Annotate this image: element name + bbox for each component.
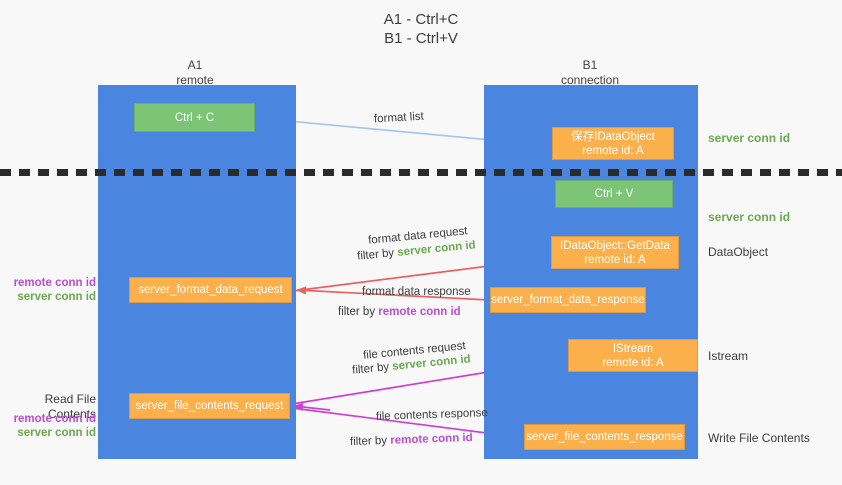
- box-idataobject-getdata[interactable]: IDataObject::GetData remote id: A: [551, 236, 679, 269]
- box-idataobject-getdata-title: IDataObject::GetData: [560, 239, 670, 252]
- filter-by-text-3: filter by: [351, 361, 390, 377]
- filter-by-text-1: filter by: [356, 247, 395, 263]
- label-read-file-contents: Read File Contents: [44, 392, 96, 421]
- label-write-file-contents: Write File Contents: [708, 431, 810, 445]
- box-ctrl-v-label: Ctrl + V: [594, 188, 634, 200]
- page-title: A1 - Ctrl+C B1 - Ctrl+V: [0, 10, 842, 48]
- column-header-b1-role: connection: [560, 73, 620, 87]
- connector-format-data-response: [296, 286, 490, 301]
- box-save-idataobject-title: 保存IDataObject: [571, 130, 655, 143]
- label-server-conn-id-1: server conn id: [17, 291, 96, 303]
- label-server-conn-id-2: server conn id: [17, 427, 96, 439]
- connector-file-contents-response-return: [293, 403, 331, 411]
- column-header-b1: B1 connection: [525, 58, 655, 88]
- box-istream[interactable]: IStream remote id: A: [568, 339, 698, 372]
- box-server-file-contents-response-label: server_file_contents_response: [526, 431, 683, 443]
- annotation-format-data-response-filter: filter by remote conn id: [338, 305, 461, 320]
- column-header-b1-name: B1: [582, 58, 598, 72]
- box-server-file-contents-request-label: server_file_contents_request: [135, 400, 284, 412]
- connector-file-contents-response: [291, 407, 519, 440]
- annotation-format-list: format list: [373, 110, 425, 126]
- box-ctrl-c-label: Ctrl + C: [174, 111, 215, 124]
- label-istream: Istream: [708, 349, 749, 363]
- label-server-conn-id-top: server conn id: [708, 131, 791, 145]
- phase-separator-dashed-line: [0, 169, 842, 176]
- label-remote-conn-id-2: remote conn id: [13, 413, 96, 425]
- title-line-1: A1 - Ctrl+C: [383, 11, 459, 28]
- box-idataobject-getdata-remote-id: remote id: A: [584, 253, 646, 266]
- box-server-file-contents-response[interactable]: server_file_contents_response: [524, 424, 685, 450]
- filter-by-text-2: filter by: [338, 306, 376, 318]
- column-header-a1: A1 remote: [130, 58, 260, 88]
- label-dataobject: DataObject: [708, 245, 769, 259]
- filter-by-text-4: filter by: [349, 434, 388, 449]
- label-conn-ids-format-data: remote conn id server conn id: [8, 276, 96, 304]
- filter-remote-conn-id-1: remote conn id: [378, 306, 461, 318]
- box-ctrl-v[interactable]: Ctrl + V: [555, 180, 673, 208]
- filter-remote-conn-id-2: remote conn id: [390, 431, 473, 447]
- column-header-a1-role: remote: [176, 73, 214, 87]
- box-istream-title: IStream: [612, 342, 654, 355]
- box-server-format-data-response[interactable]: server_format_data_response: [490, 287, 646, 313]
- title-line-2: B1 - Ctrl+V: [384, 30, 458, 47]
- box-server-format-data-request[interactable]: server_format_data_request: [129, 277, 292, 303]
- label-conn-ids-file-contents: remote conn id server conn id: [8, 412, 96, 440]
- box-server-format-data-response-label: server_format_data_response: [491, 294, 645, 306]
- box-server-format-data-request-label: server_format_data_request: [138, 284, 283, 296]
- label-server-conn-id-mid: server conn id: [708, 210, 791, 224]
- box-save-idataobject-remote-id: remote id: A: [582, 144, 644, 157]
- box-save-idataobject[interactable]: 保存IDataObject remote id: A: [552, 127, 674, 160]
- column-header-a1-name: A1: [187, 58, 203, 72]
- box-ctrl-c[interactable]: Ctrl + C: [134, 103, 255, 132]
- label-remote-conn-id-1: remote conn id: [13, 277, 96, 289]
- box-server-file-contents-request[interactable]: server_file_contents_request: [129, 393, 290, 419]
- box-istream-remote-id: remote id: A: [602, 356, 664, 369]
- annotation-format-data-response: format data response: [362, 286, 471, 298]
